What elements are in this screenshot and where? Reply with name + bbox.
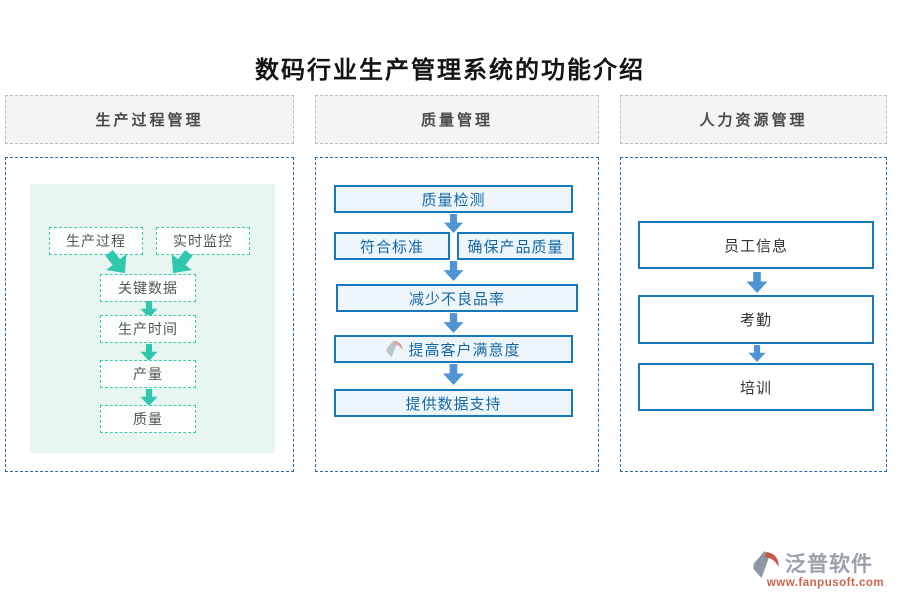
brand-name: 泛普软件 [785, 553, 873, 576]
node-production-time: 生产时间 [100, 315, 196, 343]
brand-url: www.fanpusoft.com [766, 577, 885, 589]
panel-production: 生产过程 实时监控 关键数据 生产时间 产量 质量 [5, 157, 294, 472]
node-reduce-defect-rate: 减少不良品率 [336, 284, 578, 312]
node-ensure-product-quality: 确保产品质量 [457, 232, 574, 260]
down-arrow-icon [743, 345, 771, 362]
brand-footer: 泛普软件 www.fanpusoft.com [750, 547, 895, 593]
node-improve-customer-satisfaction: 提高客户满意度 [334, 335, 573, 363]
down-arrow-icon [439, 214, 468, 233]
column-header-production: 生产过程管理 [5, 95, 294, 144]
node-label: 提高客户满意度 [408, 341, 521, 359]
panel-quality: 质量检测 符合标准 确保产品质量 减少不良品率 提高客户满意度 提供数据支持 [315, 157, 599, 472]
node-key-data: 关键数据 [100, 274, 196, 302]
down-arrow-icon [138, 344, 160, 361]
node-quality-inspection: 质量检测 [334, 185, 573, 213]
panel-hr: 员工信息 考勤 培训 [620, 157, 887, 472]
node-employee-info: 员工信息 [638, 221, 874, 269]
column-header-hr: 人力资源管理 [620, 95, 887, 144]
column-header-quality: 质量管理 [315, 95, 599, 144]
down-arrow-icon [138, 389, 160, 406]
node-attendance: 考勤 [638, 295, 874, 344]
node-realtime-monitoring: 实时监控 [156, 227, 250, 255]
node-quality: 质量 [100, 405, 196, 433]
node-production-process: 生产过程 [49, 227, 143, 255]
node-meet-standards: 符合标准 [334, 232, 450, 260]
node-training: 培训 [638, 363, 874, 411]
down-arrow-icon [439, 364, 468, 385]
down-arrow-icon [439, 313, 468, 333]
down-arrow-icon [743, 272, 771, 293]
node-provide-data-support: 提供数据支持 [334, 389, 573, 417]
node-output: 产量 [100, 360, 196, 388]
down-arrow-icon [439, 261, 468, 281]
page-title: 数码行业生产管理系统的功能介绍 [255, 58, 645, 84]
watermark-logo-icon [386, 339, 405, 359]
